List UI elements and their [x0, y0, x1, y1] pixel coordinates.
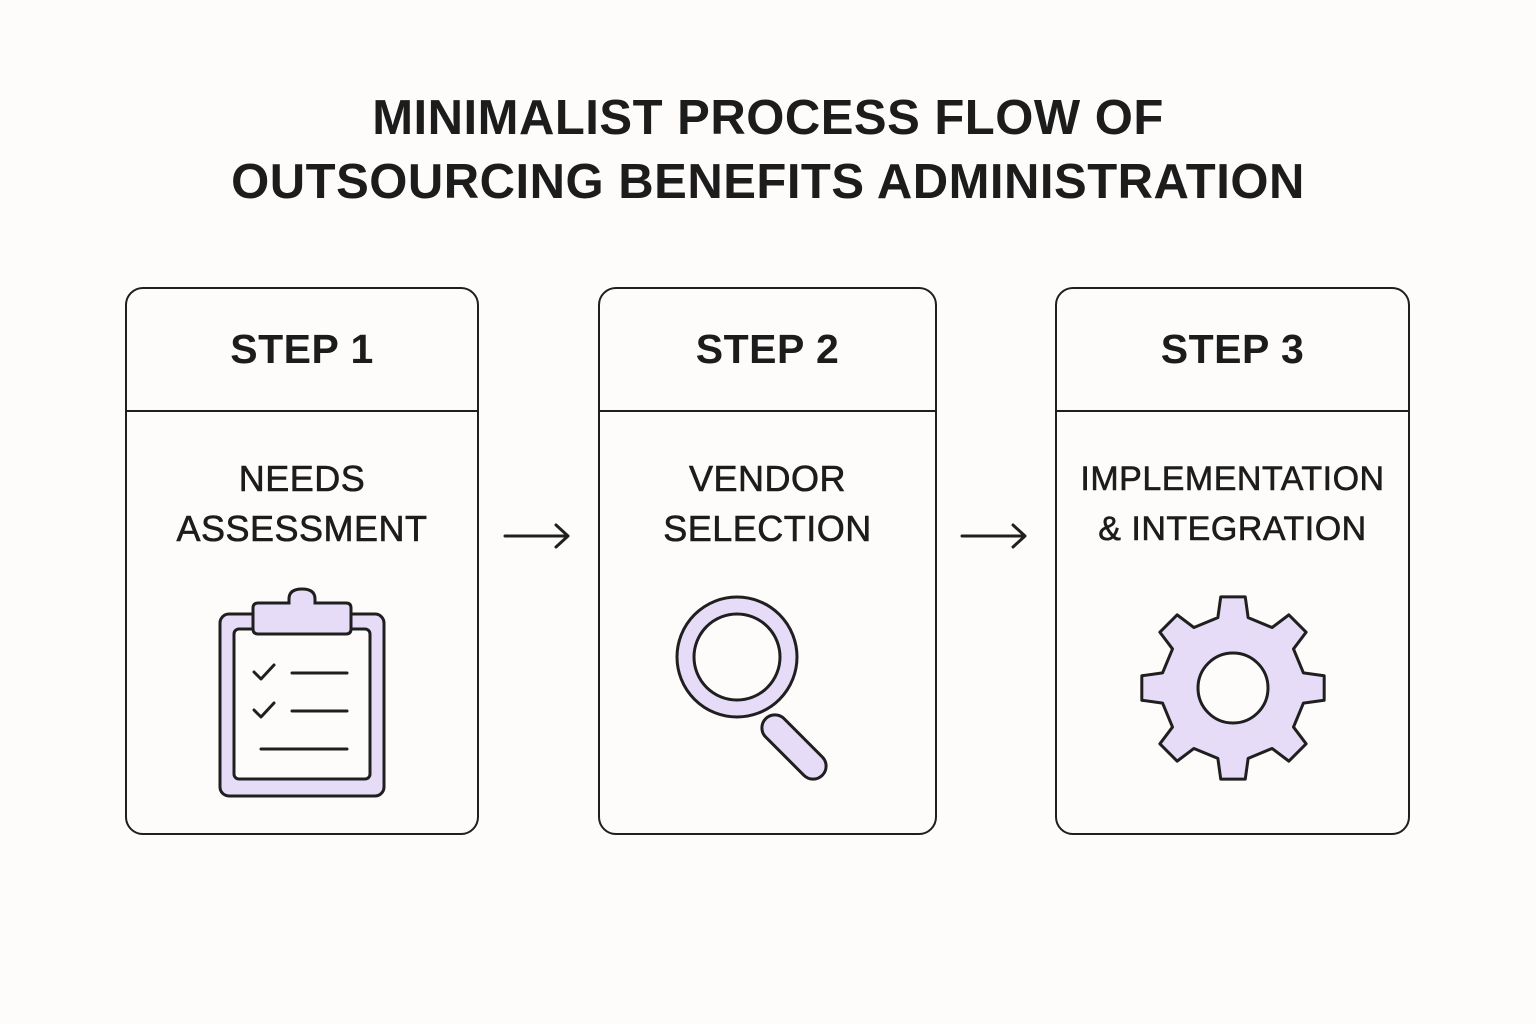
step-2-label: STEP 2	[600, 289, 935, 412]
diagram-title: MINIMALIST PROCESS FLOW OF OUTSOURCING B…	[0, 86, 1536, 214]
title-line-1: MINIMALIST PROCESS FLOW OF	[372, 91, 1164, 145]
step-3-text-line-1: IMPLEMENTATION	[1080, 460, 1385, 499]
step-1-label: STEP 1	[127, 289, 477, 412]
step-3-description: IMPLEMENTATION & INTEGRATION	[1057, 454, 1408, 554]
title-line-2: OUTSOURCING BENEFITS ADMINISTRATION	[231, 155, 1305, 209]
arrow-right-icon	[960, 520, 1030, 557]
gear-icon	[1057, 593, 1408, 783]
step-1-description: NEEDS ASSESSMENT	[127, 454, 477, 554]
arrow-right-icon	[503, 520, 573, 557]
magnifying-glass-icon	[600, 595, 935, 785]
step-2-text-line-2: SELECTION	[663, 508, 872, 550]
step-1-text-line-1: NEEDS	[238, 458, 366, 500]
step-2-description: VENDOR SELECTION	[600, 454, 935, 554]
step-3-text-line-2: & INTEGRATION	[1098, 510, 1367, 549]
step-2-text-line-1: VENDOR	[688, 458, 847, 500]
step-card-2: STEP 2 VENDOR SELECTION	[598, 287, 937, 835]
step-card-1: STEP 1 NEEDS ASSESSMENT	[125, 287, 479, 835]
step-card-3: STEP 3 IMPLEMENTATION & INTEGRATION	[1055, 287, 1410, 835]
step-3-label: STEP 3	[1057, 289, 1408, 412]
step-1-text-line-2: ASSESSMENT	[176, 508, 428, 550]
clipboard-checklist-icon	[127, 587, 477, 801]
